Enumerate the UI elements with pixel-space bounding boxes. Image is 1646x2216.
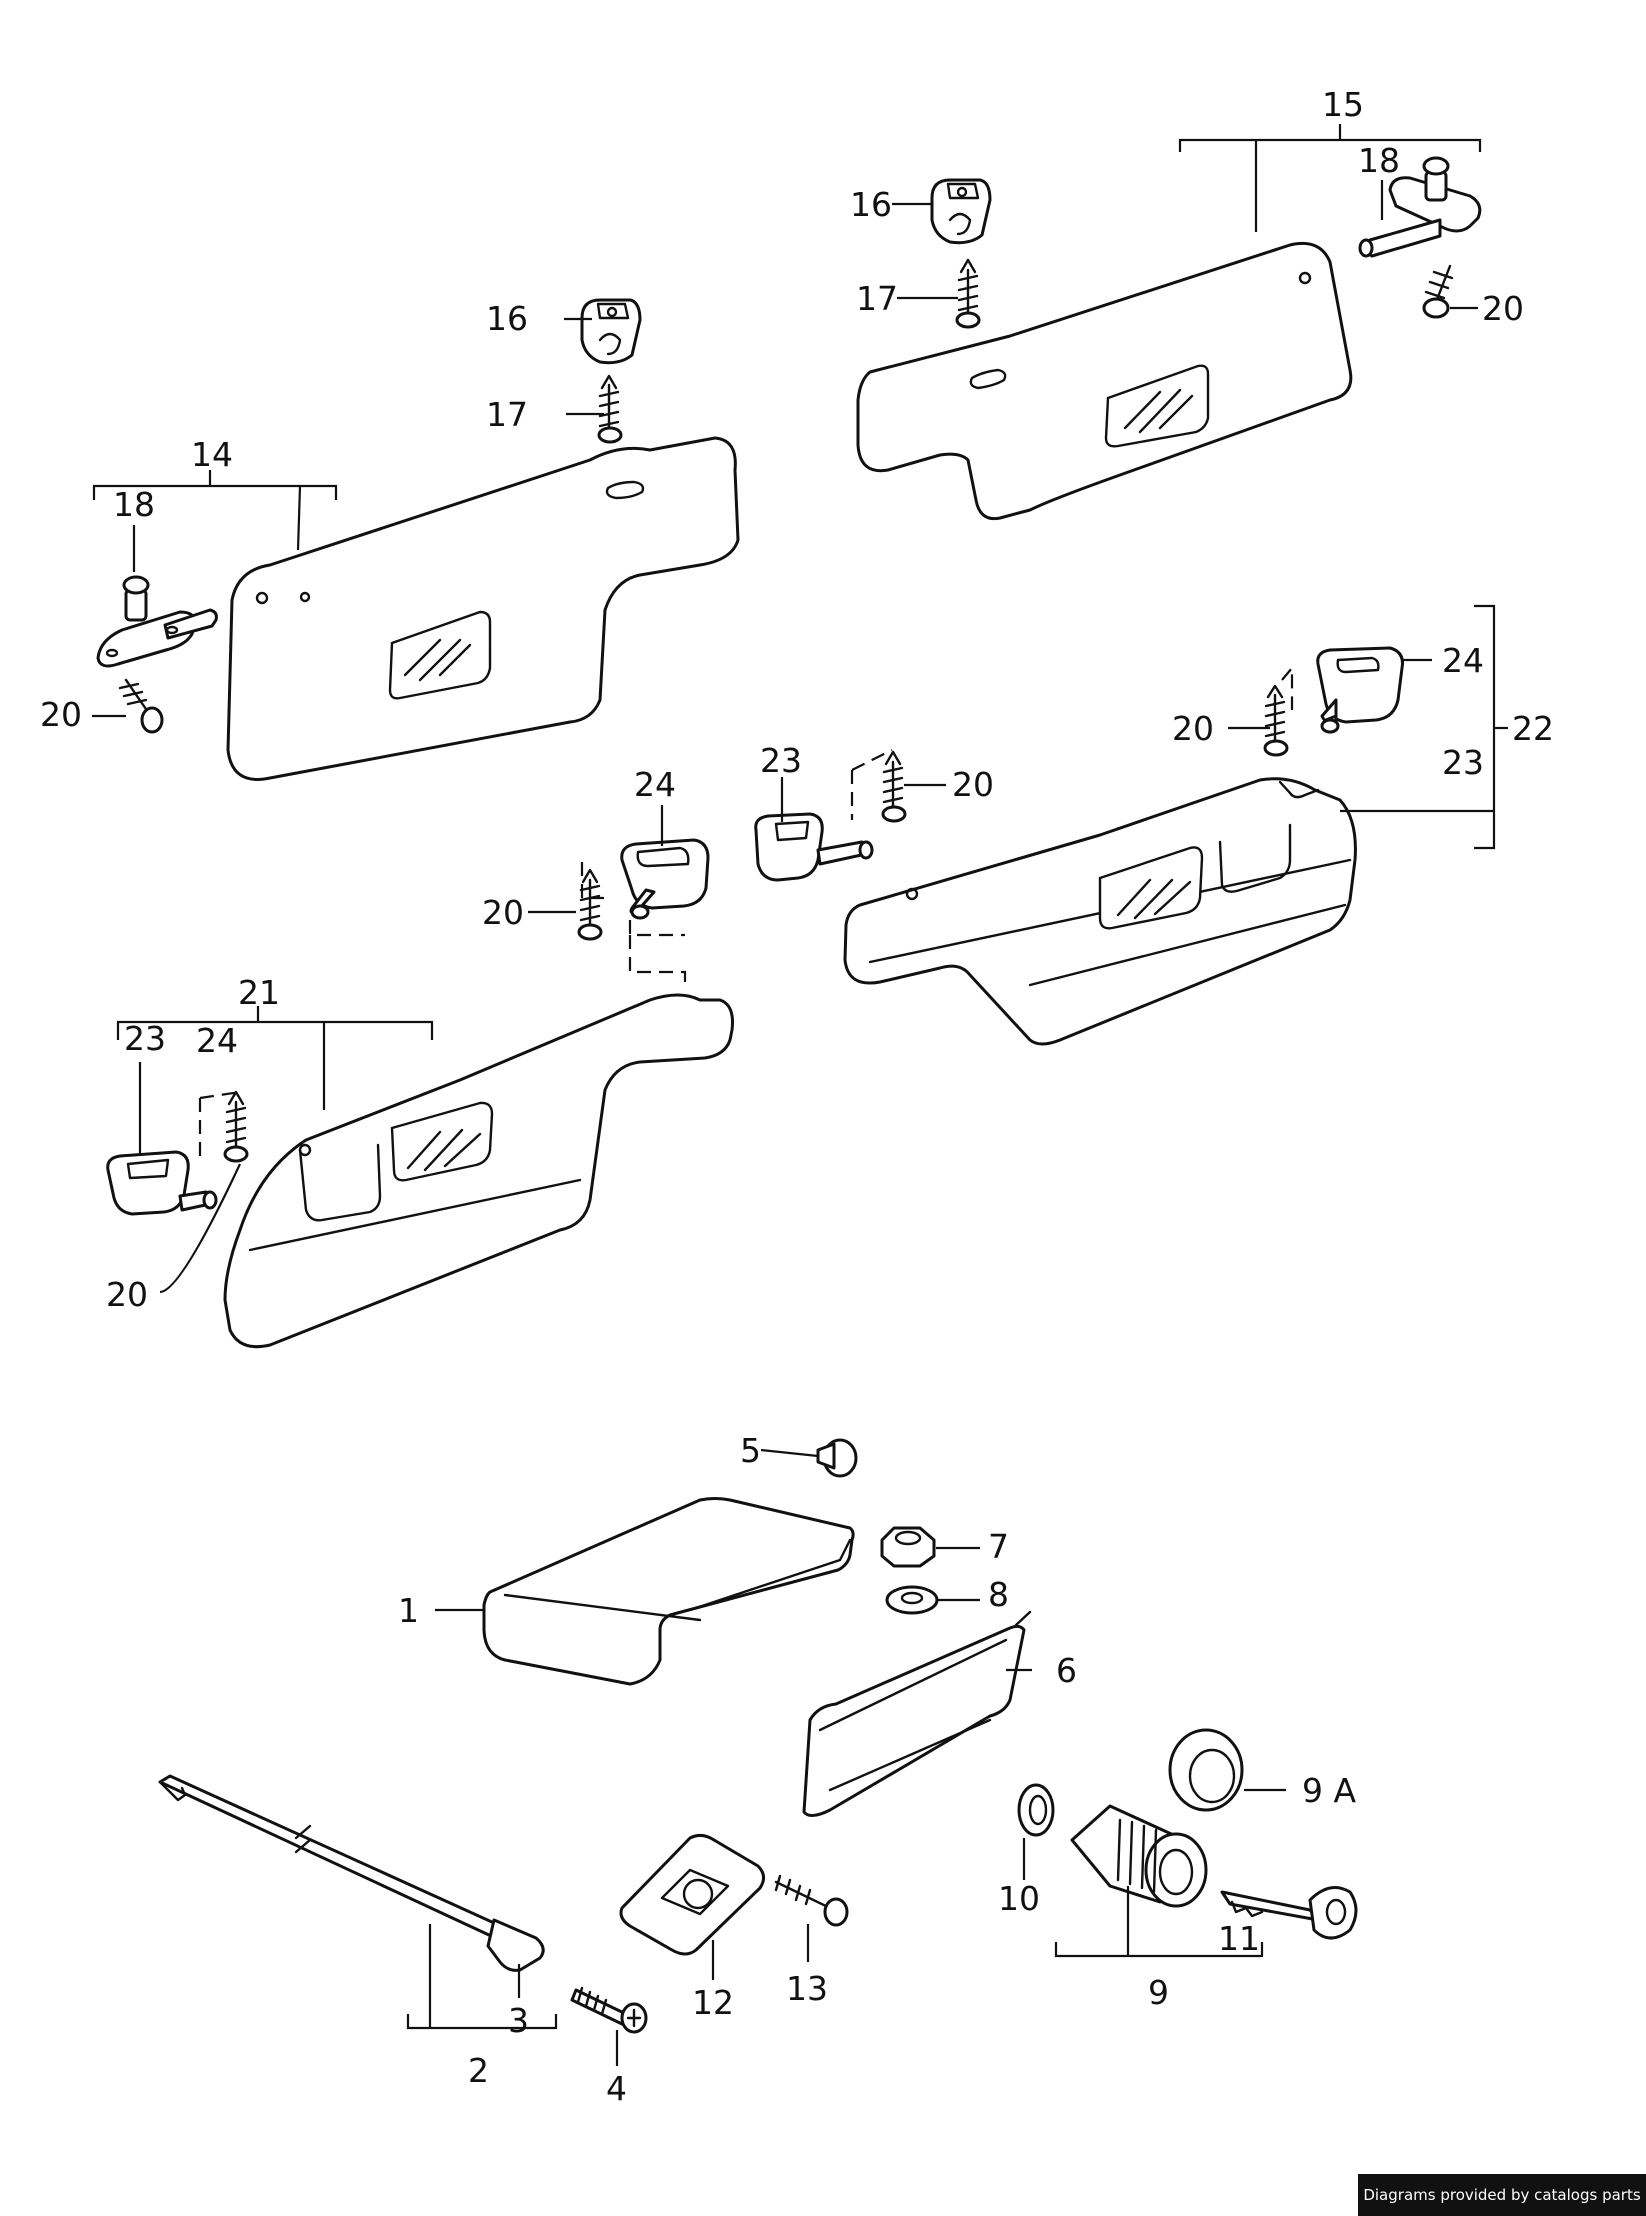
- leader-lines: [92, 124, 1508, 2066]
- callout-20-left: 20: [40, 695, 82, 734]
- callout-13: 13: [786, 1969, 828, 2008]
- screw-17-left: [597, 374, 623, 444]
- callout-2: 2: [468, 2051, 489, 2090]
- callout-14: 14: [191, 435, 233, 474]
- assembly-dashed-lines: [198, 664, 1294, 1160]
- callout-16-left: 16: [486, 299, 528, 338]
- screw-20-mid-right: [1263, 684, 1289, 757]
- visor-clip-16-left: [580, 298, 642, 365]
- screw-13: [774, 1874, 849, 1927]
- callout-15: 15: [1322, 85, 1364, 124]
- visor-clip-24-mid: [620, 838, 710, 920]
- callout-18-right: 18: [1358, 141, 1400, 180]
- screw-left-20: [118, 678, 164, 734]
- callout-11: 11: [1218, 1919, 1260, 1958]
- screw-20-lower-left: [223, 1090, 249, 1163]
- rivet-5: [816, 1438, 858, 1478]
- visor-clip-24-right: [1316, 646, 1404, 734]
- screw-right-20: [1422, 264, 1454, 319]
- glove-box-1: [482, 1497, 855, 1686]
- sun-visor-22: [843, 777, 1357, 1046]
- callout-18-left: 18: [113, 485, 155, 524]
- screw-4: [570, 1986, 648, 2034]
- callout-20-lower-left: 20: [106, 1275, 148, 1314]
- screw-20-mid-top: [881, 750, 907, 823]
- callout-1: 1: [398, 1591, 419, 1630]
- callout-24-left: 24: [196, 1021, 238, 1060]
- visor-bracket-right: [1358, 156, 1482, 258]
- key-11: [1220, 1886, 1358, 1940]
- callout-17-right: 17: [856, 279, 898, 318]
- callout-20-mid-top: 20: [952, 765, 994, 804]
- sun-visor-left: [226, 436, 740, 781]
- cap-9a: [1168, 1728, 1244, 1812]
- callout-20-mid-right: 20: [1172, 709, 1214, 748]
- callout-20-mid-left: 20: [482, 893, 524, 932]
- callout-21: 21: [238, 973, 280, 1012]
- callout-labels: 14 18 20 16 17 15 18 20 16 17 24 20 23 2…: [40, 85, 1554, 2108]
- callout-6: 6: [1056, 1651, 1077, 1690]
- visor-bracket-left: [96, 575, 218, 668]
- callout-17-left: 17: [486, 395, 528, 434]
- callout-23-mid: 23: [760, 741, 802, 780]
- callout-22: 22: [1512, 709, 1554, 748]
- callout-20-right: 20: [1482, 289, 1524, 328]
- callout-10: 10: [998, 1879, 1040, 1918]
- callout-8: 8: [988, 1575, 1009, 1614]
- callout-4: 4: [606, 2069, 627, 2108]
- callout-5: 5: [740, 1431, 761, 1470]
- callout-23-left: 23: [124, 1019, 166, 1058]
- screw-20-mid-left: [577, 868, 603, 941]
- strap-2: [158, 1774, 545, 1972]
- callout-3: 3: [508, 2001, 529, 2040]
- callout-12: 12: [692, 1983, 734, 2022]
- footer-credit: Diagrams provided by catalogs parts: [1358, 2174, 1646, 2216]
- hinge-6: [802, 1610, 1032, 1817]
- washer-10: [1017, 1783, 1055, 1837]
- callout-24-right: 24: [1442, 641, 1484, 680]
- washer-8: [885, 1585, 939, 1615]
- callout-23-right: 23: [1442, 743, 1484, 782]
- callout-9a: 9 A: [1302, 1771, 1356, 1810]
- lock-plate-12: [619, 1833, 765, 1956]
- sun-visor-right: [856, 241, 1353, 521]
- callout-16-right: 16: [850, 185, 892, 224]
- visor-clip-23-mid: [754, 812, 874, 882]
- screw-17-right: [955, 258, 981, 329]
- callout-9: 9: [1148, 1973, 1169, 2012]
- callout-24-mid: 24: [634, 765, 676, 804]
- visor-clip-16-right: [930, 178, 992, 245]
- lock-cylinder-9: [1070, 1804, 1208, 1908]
- visor-clip-23-left: [106, 1150, 218, 1216]
- nut-7: [880, 1526, 936, 1568]
- sun-visor-21: [223, 993, 734, 1349]
- callout-7: 7: [988, 1527, 1009, 1566]
